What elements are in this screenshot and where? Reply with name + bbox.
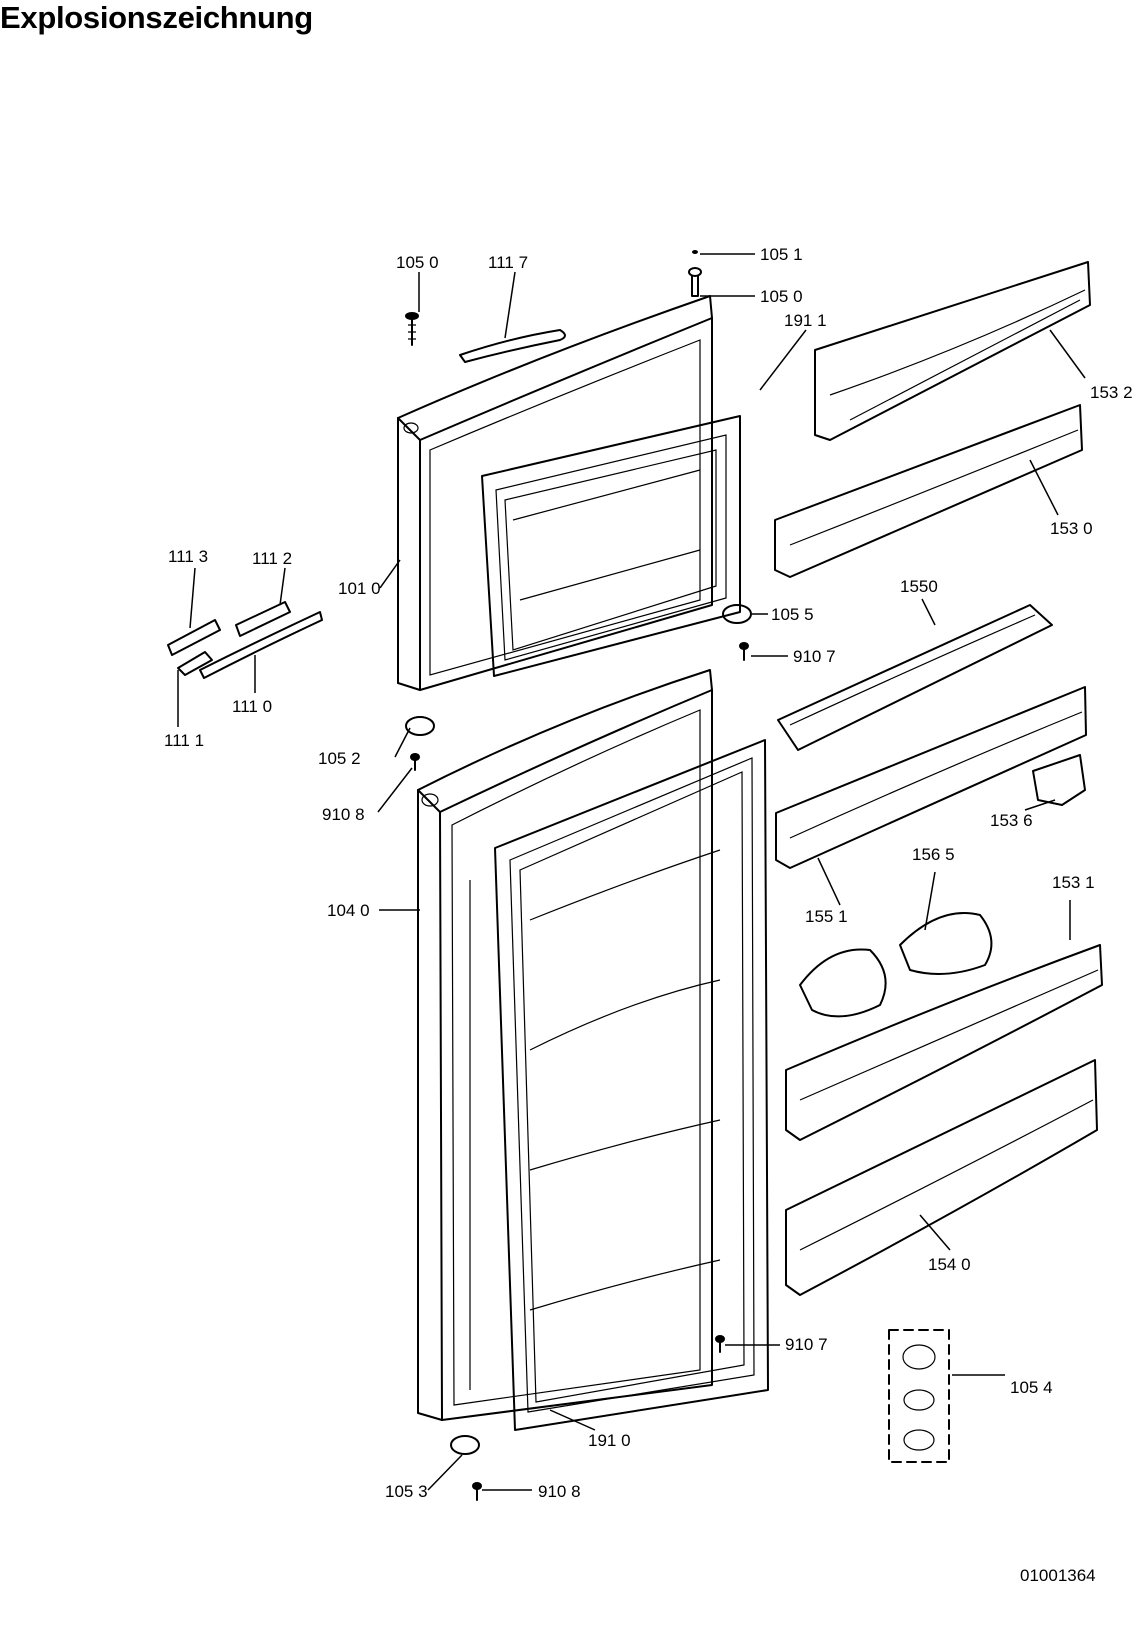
label-111-3: 111 3	[168, 547, 208, 566]
egg-tray	[777, 604, 1053, 751]
label-1550: 1550	[900, 577, 938, 596]
label-153-6: 153 6	[990, 811, 1033, 830]
bottle-shelf-154-0	[785, 1059, 1098, 1296]
label-105-1: 105 1	[760, 245, 803, 264]
handle-parts	[167, 601, 323, 679]
freezer-door-outer	[397, 295, 713, 691]
hinge-kit-105-4	[888, 1329, 950, 1463]
page-title: Explosionszeichnung	[0, 0, 313, 35]
label-105-0-top: 105 0	[396, 253, 439, 272]
label-111-1: 111 1	[164, 731, 204, 750]
label-910-7-lower: 910 7	[785, 1335, 828, 1354]
fridge-door-outer	[417, 669, 713, 1421]
bottle-shelf-153-1	[785, 944, 1103, 1141]
label-105-3: 105 3	[385, 1482, 428, 1501]
label-156-5: 156 5	[912, 845, 955, 864]
screw-910-7-upper	[739, 642, 749, 661]
hinge-105-2	[405, 716, 435, 736]
label-191-1: 191 1	[784, 311, 827, 330]
egg-holder-156-5	[799, 912, 993, 1018]
label-191-0: 191 0	[588, 1431, 631, 1450]
label-153-0: 153 0	[1050, 519, 1093, 538]
label-104-0: 104 0	[327, 901, 370, 920]
freezer-door-gasket	[481, 415, 741, 677]
screw-910-8-lower	[472, 1482, 482, 1501]
top-hinge-pin	[688, 250, 702, 297]
hinge-105-3	[450, 1435, 480, 1455]
label-910-8-upper: 910 8	[322, 805, 365, 824]
label-111-0: 111 0	[232, 697, 272, 716]
label-101-0: 101 0	[338, 579, 381, 598]
label-105-4: 105 4	[1010, 1378, 1053, 1397]
label-105-0-pin: 105 0	[760, 287, 803, 306]
top-cover-strip	[459, 329, 566, 363]
fridge-door-gasket	[494, 739, 769, 1431]
screw-910-7-lower	[715, 1335, 725, 1353]
label-105-2: 105 2	[318, 749, 361, 768]
label-105-5: 105 5	[771, 605, 814, 624]
hinge-105-5	[722, 604, 752, 624]
top-hinge-screw	[405, 312, 419, 346]
label-111-7: 111 7	[488, 253, 528, 272]
label-153-1: 153 1	[1052, 873, 1095, 892]
door-shelf-153-0	[774, 404, 1083, 578]
label-910-8-lower: 910 8	[538, 1482, 581, 1501]
label-910-7-upper: 910 7	[793, 647, 836, 666]
label-155-1: 155 1	[805, 907, 848, 926]
door-shelf-155-1	[775, 686, 1087, 869]
label-153-2: 153 2	[1090, 383, 1133, 402]
document-number: 01001364	[1020, 1566, 1096, 1585]
label-111-2: 111 2	[252, 549, 292, 568]
leader-lines	[177, 253, 1086, 1491]
shelf-divider-153-6	[1032, 754, 1086, 806]
screw-910-8-upper	[410, 753, 420, 771]
label-154-0: 154 0	[928, 1255, 971, 1274]
door-shelf-153-2	[814, 261, 1091, 441]
